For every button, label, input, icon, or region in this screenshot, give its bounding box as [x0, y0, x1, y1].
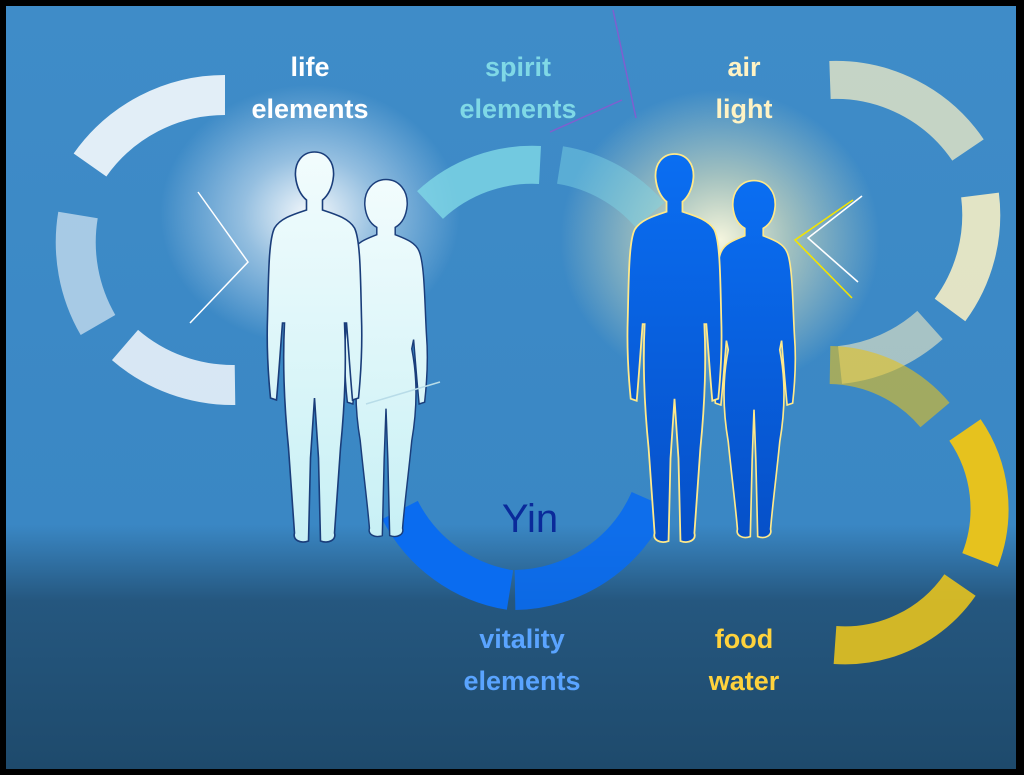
- yin-center-label: Yin: [502, 497, 558, 541]
- vitality-label-line2: elements: [463, 666, 580, 696]
- life-label-line2: elements: [251, 94, 368, 124]
- air-label-line1: air: [727, 52, 761, 82]
- vitality-label-line1: vitality: [479, 624, 565, 654]
- spirit-label-line2: elements: [459, 94, 576, 124]
- food-label-line1: food: [715, 624, 773, 654]
- spirit-label-line1: spirit: [485, 52, 551, 82]
- food-label-line2: water: [708, 666, 780, 696]
- life-label-line1: life: [290, 52, 329, 82]
- air-label-line2: light: [716, 94, 773, 124]
